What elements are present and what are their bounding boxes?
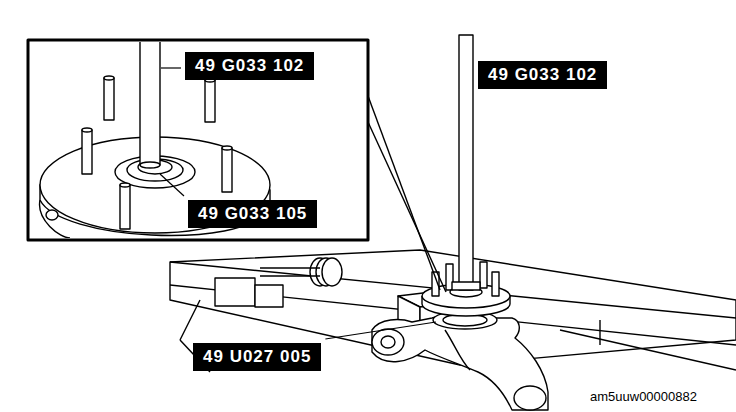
installer-rod (452, 35, 480, 290)
detail-inset (28, 40, 368, 240)
label-text: am5uuw00000882 (590, 389, 697, 404)
tool-number: 49 G033 105 (188, 200, 317, 228)
figure-id: am5uuw00000882 (588, 386, 699, 408)
leader-lines (160, 68, 474, 339)
label-text: 49 G033 102 (488, 65, 597, 84)
inset-pointer (368, 96, 446, 292)
label-text: 49 G033 105 (198, 204, 307, 223)
leader-line (160, 174, 184, 196)
tool-number: 49 G033 102 (185, 52, 314, 80)
tool-number: 49 G033 102 (478, 61, 607, 89)
tool-number: 49 U027 005 (193, 343, 321, 371)
steering-knuckle (372, 311, 548, 410)
label-text: 49 G033 102 (195, 56, 304, 75)
leader-line (161, 67, 181, 68)
leader-line (325, 322, 436, 339)
label-text: 49 U027 005 (203, 347, 311, 366)
